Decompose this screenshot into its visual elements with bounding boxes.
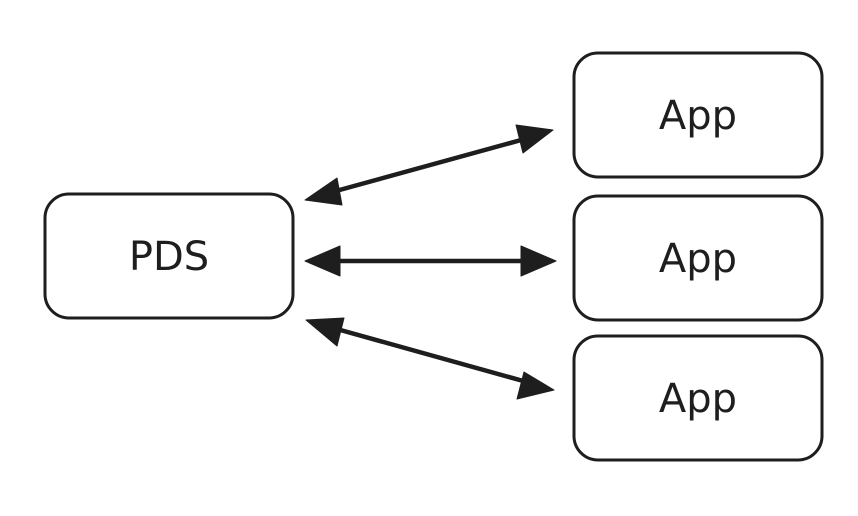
node-app-bottom: App — [572, 334, 824, 462]
arrowhead-app-end — [520, 245, 557, 277]
edge-line — [323, 323, 537, 387]
node-app-middle: App — [572, 194, 824, 322]
edge-pds-app-bottom — [305, 317, 555, 400]
node-label: App — [659, 376, 737, 422]
arrowhead-pds-end — [305, 317, 345, 347]
arrowhead-pds-end — [304, 245, 341, 277]
node-box — [572, 194, 824, 322]
edge-pds-app-middle — [304, 245, 557, 277]
arrowhead-pds-end — [304, 177, 343, 206]
node-label: PDS — [129, 234, 209, 280]
arrowhead-app-end — [515, 124, 554, 154]
edge-pds-app-top — [304, 124, 554, 206]
node-label: App — [659, 236, 737, 282]
node-label: App — [659, 93, 737, 139]
node-app-top: App — [572, 51, 824, 179]
node-box — [572, 334, 824, 462]
node-pds: PDS — [43, 192, 295, 320]
edge-line — [322, 134, 535, 197]
node-box — [43, 192, 295, 320]
arrowhead-app-end — [516, 371, 555, 400]
node-box — [572, 51, 824, 179]
